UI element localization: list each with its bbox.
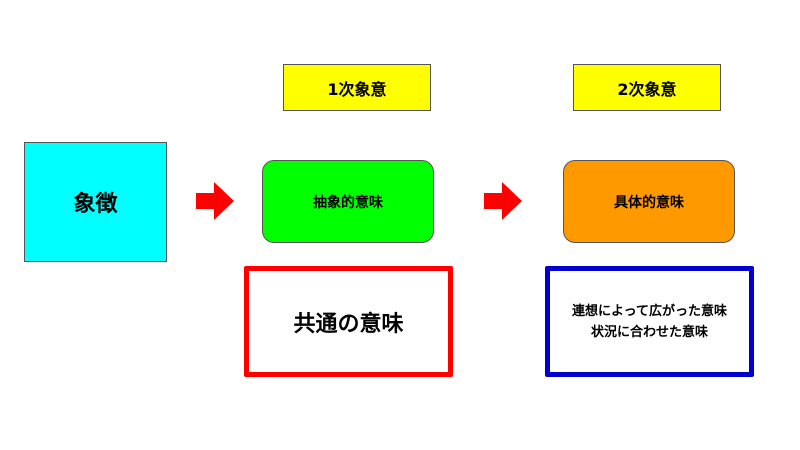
symbol-box: 象徴 [24, 142, 167, 262]
first-order-label: 1次象意 [327, 79, 387, 99]
right-arrow-icon [196, 182, 234, 220]
symbol-label: 象徴 [73, 192, 118, 217]
concrete-meaning-box: 具体的意味 [563, 160, 735, 243]
situational-meaning-line: 状況に合わせた意味 [590, 324, 708, 340]
first-order-label-box: 1次象意 [283, 64, 431, 111]
associative-meaning-box: 連想によって広がった意味 状況に合わせた意味 [545, 266, 754, 377]
second-order-label-box: 2次象意 [573, 64, 721, 111]
common-meaning-label: 共通の意味 [293, 311, 404, 337]
right-arrow-icon [484, 182, 522, 220]
abstract-meaning-box: 抽象的意味 [262, 160, 434, 243]
second-order-label: 2次象意 [617, 79, 677, 99]
abstract-meaning-label: 抽象的意味 [313, 194, 383, 211]
associative-meaning-line: 連想によって広がった意味 [572, 303, 727, 319]
common-meaning-box: 共通の意味 [244, 266, 453, 377]
concrete-meaning-label: 具体的意味 [614, 194, 684, 211]
